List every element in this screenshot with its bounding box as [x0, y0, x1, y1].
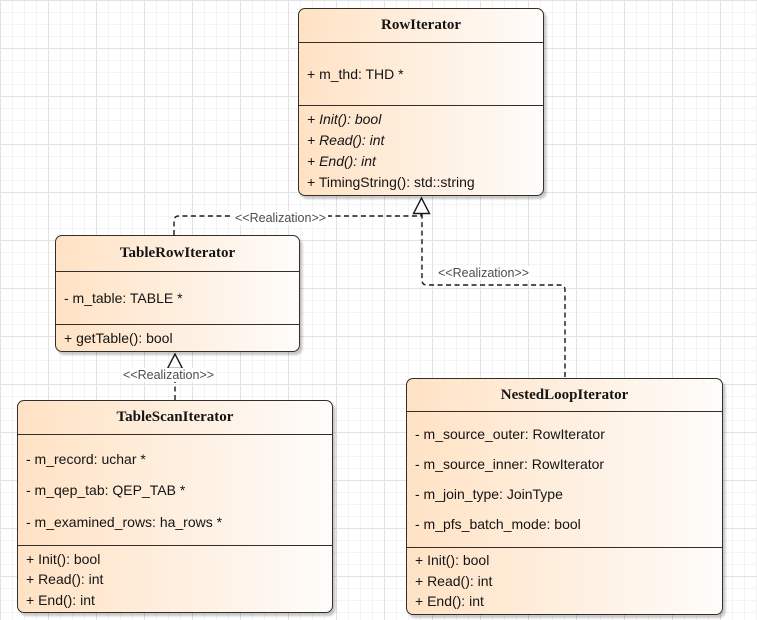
- attributes-section: - m_table: TABLE *: [56, 272, 299, 325]
- realization-label[interactable]: <<Realization>>: [233, 211, 329, 225]
- class-tablescaniterator[interactable]: TableScanIterator - m_record: uchar * - …: [17, 400, 333, 613]
- attribute-row: - m_table: TABLE *: [64, 289, 183, 306]
- class-nestedloopiterator[interactable]: NestedLoopIterator - m_source_outer: Row…: [406, 378, 723, 615]
- realization-label[interactable]: <<Realization>>: [121, 368, 217, 382]
- class-title: TableScanIterator: [18, 401, 332, 435]
- methods-section: + Init(): bool + Read(): int + End(): in…: [299, 106, 543, 195]
- attribute-row: + m_thd: THD *: [307, 66, 404, 82]
- method-row: + getTable(): bool: [64, 329, 173, 346]
- attribute-row: - m_pfs_batch_mode: bool: [415, 516, 581, 533]
- attributes-section: + m_thd: THD *: [299, 43, 543, 106]
- class-rowiterator[interactable]: RowIterator + m_thd: THD * + Init(): boo…: [298, 8, 544, 196]
- class-title: TableRowIterator: [56, 236, 299, 272]
- attribute-row: - m_record: uchar *: [26, 450, 146, 467]
- method-row: + End(): int: [26, 591, 95, 608]
- method-row: + Read(): int: [415, 572, 493, 589]
- attributes-section: - m_record: uchar * - m_qep_tab: QEP_TAB…: [18, 435, 332, 546]
- method-row: + Read(): int: [307, 132, 385, 148]
- method-row: + Init(): bool: [307, 111, 382, 127]
- realization-arrowhead-icon: [166, 352, 184, 370]
- realization-edge-tablerowiterator-rowiterator[interactable]: [173, 213, 422, 235]
- methods-section: + Init(): bool + Read(): int + End(): in…: [407, 548, 722, 615]
- realization-arrowhead-icon: [412, 196, 431, 215]
- methods-section: + Init(): bool + Read(): int + End(): in…: [18, 546, 332, 612]
- method-row: + End(): int: [307, 153, 376, 169]
- realization-label[interactable]: <<Realization>>: [436, 266, 532, 280]
- attribute-row: - m_examined_rows: ha_rows *: [26, 513, 223, 530]
- attribute-row: - m_qep_tab: QEP_TAB *: [26, 482, 186, 498]
- attribute-row: - m_source_outer: RowIterator: [415, 426, 605, 443]
- attribute-row: - m_join_type: JoinType: [415, 486, 563, 503]
- methods-section: + getTable(): bool: [56, 325, 299, 352]
- class-title: RowIterator: [299, 9, 543, 43]
- attributes-section: - m_source_outer: RowIterator - m_source…: [407, 412, 722, 548]
- method-row: + Init(): bool: [415, 552, 490, 569]
- method-row: + TimingString(): std::string: [307, 174, 475, 190]
- class-title: NestedLoopIterator: [407, 379, 722, 412]
- method-row: + Read(): int: [26, 571, 104, 587]
- realization-edge-nestedloopiterator-rowiterator[interactable]: [421, 214, 566, 377]
- attribute-row: - m_source_inner: RowIterator: [415, 456, 605, 473]
- method-row: + Init(): bool: [26, 550, 101, 567]
- method-row: + End(): int: [415, 593, 484, 610]
- class-tablerowiterator[interactable]: TableRowIterator - m_table: TABLE * + ge…: [55, 235, 300, 352]
